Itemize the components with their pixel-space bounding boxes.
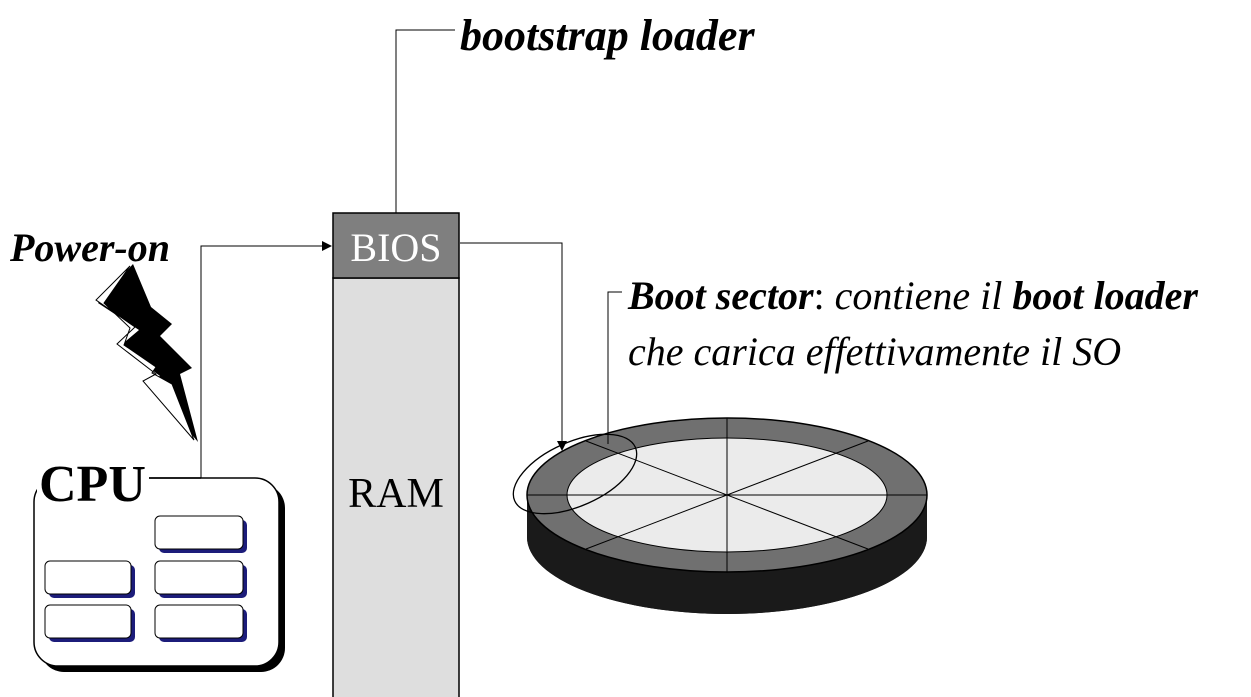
cpu-register xyxy=(154,515,247,553)
boot-sector-text-1: contiene il xyxy=(824,273,1013,318)
bootstrap-leader-line xyxy=(395,29,455,213)
bios-to-disk-arrow xyxy=(460,242,567,451)
lightning-bolt-icon xyxy=(95,264,198,442)
boot-sector-colon: : xyxy=(813,273,825,318)
bios-block xyxy=(332,212,460,279)
cpu-register xyxy=(154,604,247,642)
boot-sector-description: Boot sector: contiene il boot loader che… xyxy=(628,268,1243,380)
cpu-register xyxy=(154,560,247,598)
boot-sector-text-2: che carica effettivamente il SO xyxy=(628,329,1122,374)
boot-sector-title: Boot sector xyxy=(628,273,814,318)
cpu-register xyxy=(44,604,135,642)
boot-sector-leader-line xyxy=(607,291,622,444)
cpu-label: CPU xyxy=(37,455,149,515)
power-on-label: Power-on xyxy=(10,225,170,270)
boot-sector-highlight xyxy=(512,433,638,515)
bootstrap-loader-label: bootstrap loader xyxy=(460,11,755,60)
ram-block xyxy=(332,277,460,697)
disk-platter xyxy=(526,417,928,614)
bios-label: BIOS xyxy=(350,225,442,270)
power-on-arrow xyxy=(200,241,332,518)
cpu-register xyxy=(44,560,135,598)
boot-loader-term: boot loader xyxy=(1012,273,1198,318)
ram-label: RAM xyxy=(348,471,444,517)
